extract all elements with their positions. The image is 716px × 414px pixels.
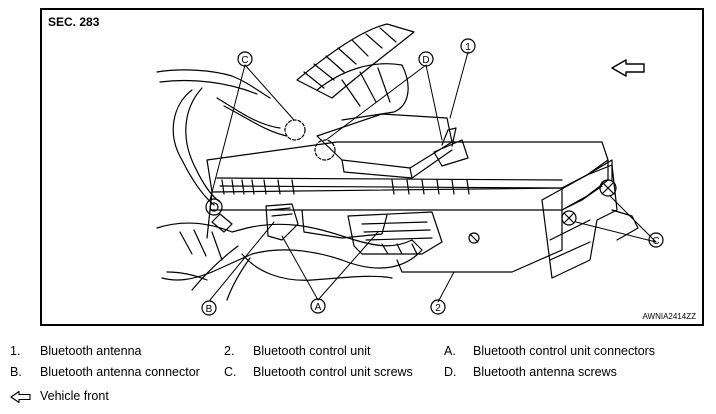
legend-key: 2. (224, 344, 235, 358)
callout-b-label: B (206, 304, 213, 315)
section-title: SEC. 283 (48, 15, 100, 29)
callout-b: B (201, 300, 217, 316)
assembly-illustration: 1 C D B A 2 C (156, 23, 664, 316)
mounting-bracket-right (541, 164, 639, 279)
callout-1-label: 1 (465, 42, 471, 53)
legend-key: C. (224, 365, 237, 379)
control-unit-connectors (265, 203, 443, 255)
legend-text: Bluetooth antenna (40, 344, 142, 358)
leader-lines (209, 51, 657, 303)
callout-d: D (418, 51, 434, 67)
legend-key: D. (444, 365, 457, 379)
callout-c-right-label: C (652, 236, 659, 247)
callout-1: 1 (460, 38, 476, 54)
front-arrow-icon (10, 390, 31, 404)
diagram-frame: SEC. 283 (40, 8, 704, 326)
legend-key: 1. (10, 344, 21, 358)
legend-key: B. (10, 365, 22, 379)
wire-harness-top (296, 23, 415, 121)
callout-c-right: C (648, 232, 664, 248)
callout-a: A (310, 298, 326, 314)
legend-text: Vehicle front (40, 389, 109, 403)
legend-text: Bluetooth antenna connector (40, 365, 200, 379)
callout-2-label: 2 (435, 303, 441, 314)
legend-key: A. (444, 344, 456, 358)
front-arrow-icon (611, 59, 645, 77)
figure-code: AWNIA2414ZZ (642, 312, 697, 321)
wire-harness-lower (156, 198, 423, 301)
legend-text: Bluetooth control unit screws (253, 365, 413, 379)
legend-text: Bluetooth control unit (253, 344, 371, 358)
callout-c-top-label: C (241, 55, 248, 66)
callout-d-label: D (422, 55, 429, 66)
callout-2: 2 (430, 299, 446, 315)
hidden-screw-marks (284, 119, 336, 161)
legend-text: Bluetooth control unit connectors (473, 344, 656, 358)
legend-text: Bluetooth antenna screws (473, 365, 617, 379)
callout-a-label: A (315, 302, 322, 313)
callout-c-top: C (237, 51, 253, 67)
bluetooth-control-unit (206, 141, 613, 273)
bluetooth-antenna (316, 113, 469, 179)
cable-loops (156, 69, 288, 206)
